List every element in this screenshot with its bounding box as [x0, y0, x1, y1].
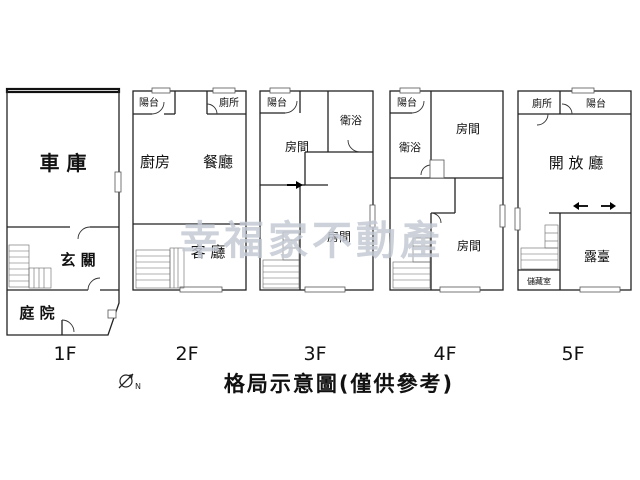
floor-1: 車 庫 玄 關 庭 院 1F	[5, 87, 122, 365]
room-open-hall: 開 放 廳	[549, 154, 604, 172]
floor-label-1f: 1F	[53, 343, 76, 365]
room-bedroom-b: 房間	[327, 229, 351, 244]
room-toilet: 廁所	[532, 97, 552, 110]
room-toilet: 廁所	[219, 96, 239, 109]
room-balcony: 陽台	[139, 96, 159, 109]
caption: 格局示意圖(僅供參考)	[224, 372, 454, 396]
floor-label-4f: 4F	[433, 343, 456, 365]
floor-2: 陽台 廁所 廚房 餐廳 客 廳 2F	[132, 87, 247, 365]
room-bedroom-a: 房間	[456, 121, 480, 136]
room-entry: 玄 關	[60, 251, 95, 269]
room-balcony: 陽台	[586, 97, 606, 110]
compass-icon: N	[118, 373, 141, 391]
floor-label-2f: 2F	[175, 343, 198, 365]
svg-text:N: N	[135, 382, 141, 391]
floor-3: 陽台 衛浴 房間 房間 3F	[259, 87, 376, 365]
room-terrace: 露臺	[584, 250, 610, 265]
floor-5: 廁所 陽台 開 放 廳 露臺 儲藏室 5F	[514, 87, 632, 365]
room-courtyard: 庭 院	[19, 304, 54, 322]
floor-4: 陽台 衛浴 房間 房間 4F	[389, 87, 506, 365]
floor-label-3f: 3F	[303, 343, 326, 365]
room-bathroom: 衛浴	[340, 114, 362, 127]
floor-label-5f: 5F	[561, 343, 584, 365]
room-balcony: 陽台	[267, 96, 287, 109]
watermark: 幸福家不動產	[180, 218, 444, 264]
room-kitchen: 廚房	[140, 153, 170, 171]
room-garage: 車 庫	[40, 151, 87, 175]
room-bedroom-b: 房間	[457, 238, 481, 253]
room-living: 客 廳	[191, 243, 226, 261]
room-bathroom: 衛浴	[399, 141, 421, 154]
room-dining: 餐廳	[203, 153, 233, 171]
room-bedroom-a: 房間	[285, 139, 309, 154]
room-balcony: 陽台	[397, 96, 417, 109]
room-storage: 儲藏室	[527, 276, 551, 286]
